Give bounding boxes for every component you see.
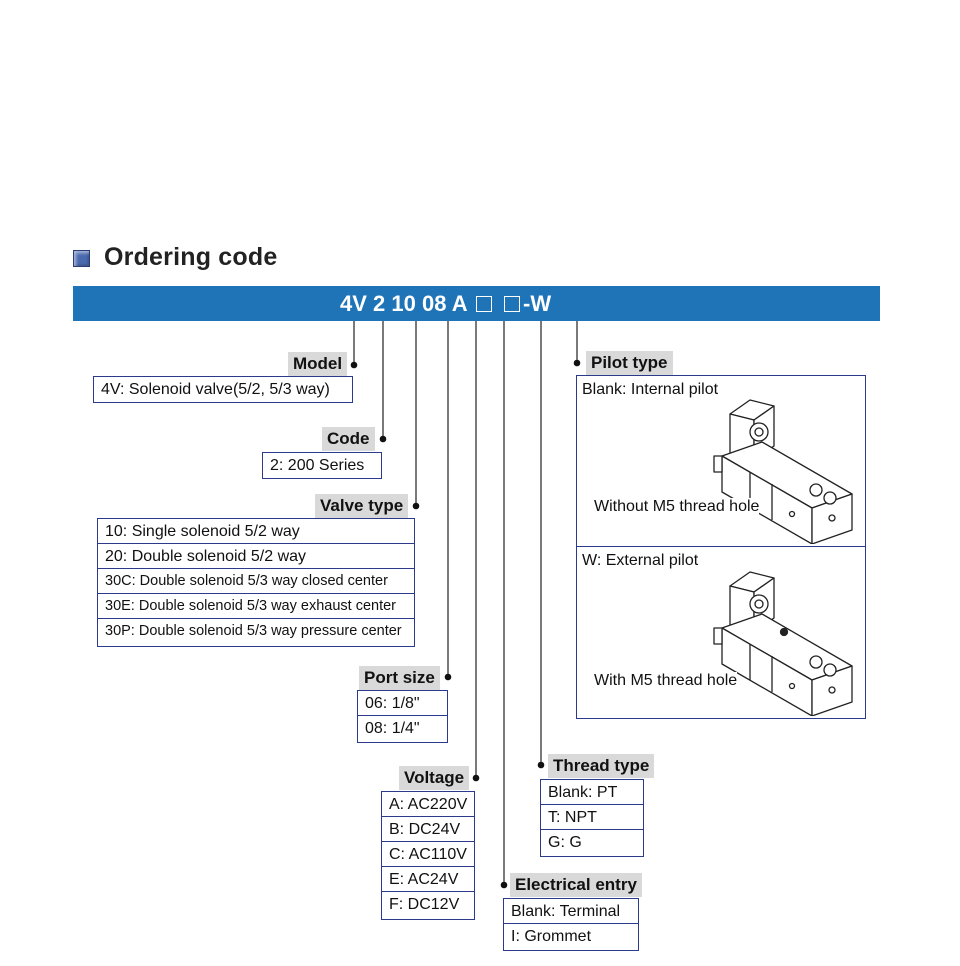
external-pilot-title: W: External pilot	[582, 552, 699, 569]
code-suffix: -W	[523, 291, 552, 316]
valve-type-box: 10: Single solenoid 5/2 way 20: Double s…	[97, 518, 415, 647]
valve-type-option: 20: Double solenoid 5/2 way	[98, 544, 414, 569]
electrical-entry-box: Blank: Terminal I: Grommet	[503, 898, 639, 951]
blank-square-icon	[504, 296, 521, 312]
valve-type-option: 30E: Double solenoid 5/3 way exhaust cen…	[98, 594, 414, 619]
code-prefix: 4V 2 10 08 A	[340, 291, 467, 316]
voltage-option: F: DC12V	[389, 896, 460, 913]
internal-pilot-valve-image	[713, 399, 853, 544]
model-label: Model	[288, 352, 348, 376]
voltage-option: A: AC220V	[382, 792, 474, 817]
title-square-icon	[73, 250, 90, 267]
voltage-option: B: DC24V	[382, 817, 474, 842]
external-pilot-caption: With M5 thread hole	[594, 672, 738, 690]
ordering-code-string: 4V 2 10 08 A -W	[340, 291, 551, 317]
electrical-entry-option: I: Grommet	[511, 928, 592, 945]
port-size-option: 08: 1/4"	[365, 720, 420, 737]
code-box: 2: 200 Series	[262, 452, 382, 479]
internal-pilot-title: Blank: Internal pilot	[582, 381, 719, 398]
valve-type-option: 10: Single solenoid 5/2 way	[98, 519, 414, 544]
code-option: 2: 200 Series	[270, 457, 365, 474]
blank-square-icon	[475, 296, 492, 312]
port-size-option: 06: 1/8"	[358, 691, 447, 716]
valve-type-label: Valve type	[315, 494, 409, 518]
voltage-option: C: AC110V	[382, 842, 474, 867]
thread-type-option: G: G	[548, 834, 582, 851]
thread-type-box: Blank: PT T: NPT G: G	[540, 779, 644, 857]
electrical-entry-label: Electrical entry	[510, 873, 642, 897]
port-size-label: Port size	[359, 666, 440, 690]
electrical-entry-option: Blank: Terminal	[504, 899, 638, 924]
pilot-type-box: Blank: Internal pilot W: External pilot …	[576, 375, 866, 719]
pilot-divider	[577, 546, 865, 547]
page-title: Ordering code	[104, 243, 278, 271]
thread-type-option: T: NPT	[541, 805, 643, 830]
voltage-option: E: AC24V	[382, 867, 474, 892]
model-option: 4V: Solenoid valve(5/2, 5/3 way)	[101, 381, 330, 398]
thread-type-option: Blank: PT	[541, 780, 643, 805]
valve-type-option: 30C: Double solenoid 5/3 way closed cent…	[98, 569, 414, 594]
code-label: Code	[322, 427, 375, 451]
thread-type-label: Thread type	[548, 754, 655, 778]
voltage-label: Voltage	[399, 766, 470, 790]
model-box: 4V: Solenoid valve(5/2, 5/3 way)	[93, 376, 353, 403]
port-size-box: 06: 1/8" 08: 1/4"	[357, 690, 448, 743]
voltage-box: A: AC220V B: DC24V C: AC110V E: AC24V F:…	[381, 791, 475, 920]
valve-type-option: 30P: Double solenoid 5/3 way pressure ce…	[105, 623, 402, 639]
external-pilot-valve-image	[713, 571, 853, 716]
pilot-type-label: Pilot type	[586, 351, 673, 375]
internal-pilot-caption: Without M5 thread hole	[594, 498, 760, 516]
